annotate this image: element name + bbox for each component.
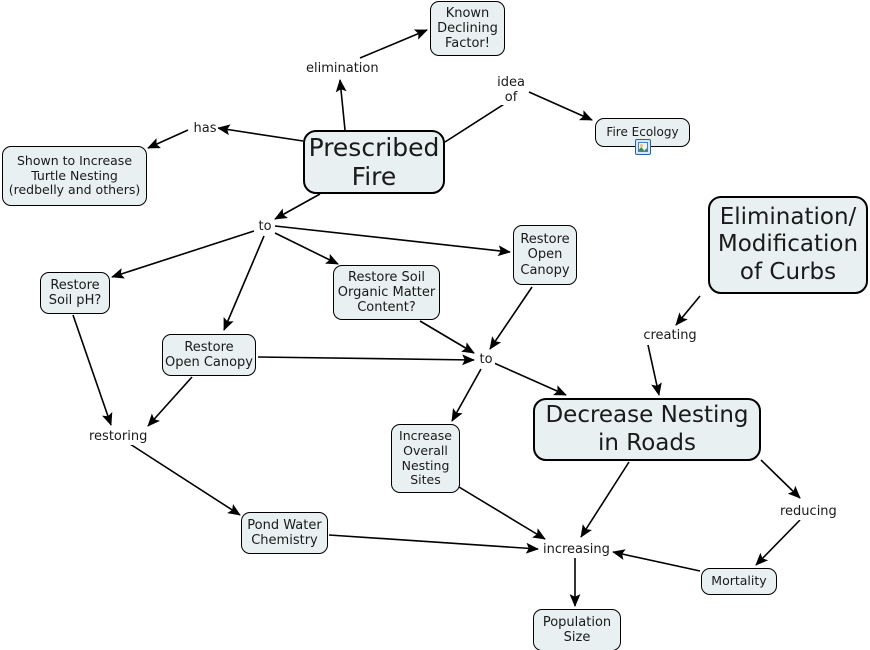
node-label-increase-overall-nesting-sites: Increase Overall Nesting Sites [399, 428, 452, 488]
node-shown-to-increase-turtle-nesting[interactable]: Shown to Increase Turtle Nesting (redbel… [2, 146, 147, 206]
node-label-restore-open-canopy-top: Restore Open Canopy [520, 232, 570, 278]
edge-to-upper-to-restore-open-canopy-mid [223, 235, 265, 331]
node-label-decrease-nesting-in-roads: Decrease Nesting in Roads [545, 402, 749, 456]
node-prescribed-fire[interactable]: Prescribed Fire [303, 130, 445, 194]
edge-restore-open-canopy-mid-to-to-middle [257, 354, 475, 366]
node-population-size[interactable]: Population Size [533, 609, 621, 650]
edge-elimination-to-known-declining-factor [359, 29, 428, 59]
link-label-restoring[interactable]: restoring [88, 429, 148, 445]
photo-icon-sun [639, 144, 643, 147]
node-mortality[interactable]: Mortality [701, 568, 777, 595]
node-label-restore-soil-organic-matter-content: Restore Soil Organic Matter Content? [337, 269, 436, 316]
link-label-increasing[interactable]: increasing [542, 542, 610, 558]
node-label-shown-to-increase-turtle-nesting: Shown to Increase Turtle Nesting (redbel… [8, 152, 141, 198]
link-label-creating[interactable]: creating [642, 328, 698, 344]
photo-icon-hill [638, 147, 647, 151]
edge-idea-of-to-fire-ecology [528, 91, 593, 121]
link-label-idea-of[interactable]: idea of [494, 75, 528, 106]
edge-restore-soil-ph-to-restoring [72, 314, 113, 426]
node-restore-open-canopy-mid[interactable]: Restore Open Canopy [162, 334, 256, 376]
link-label-to-upper[interactable]: to [256, 219, 274, 235]
node-label-known-declining-factor: Known Declining Factor! [437, 5, 498, 52]
node-label-pond-water-chemistry: Pond Water Chemistry [247, 517, 322, 548]
node-restore-soil-ph[interactable]: Restore Soil pH? [40, 272, 110, 314]
edge-prescribed-fire-to-to-upper [274, 193, 321, 220]
photo-icon[interactable] [634, 139, 651, 155]
edge-restore-soil-organic-matter-content-to-to-middle [419, 320, 475, 354]
edge-creating-to-decrease-nesting-in-roads [647, 344, 662, 396]
node-known-declining-factor[interactable]: Known Declining Factor! [430, 1, 505, 56]
photo-icon-frame [637, 142, 648, 152]
edge-restoring-to-pond-water-chemistry [129, 443, 241, 516]
edge-increase-overall-nesting-sites-to-increasing [458, 486, 546, 540]
link-label-to-middle[interactable]: to [477, 352, 495, 368]
node-label-elimination-modification-of-curbs: Elimination/ Modification of Curbs [717, 204, 859, 285]
edge-to-upper-to-restore-soil-organic-matter-content [274, 232, 339, 265]
edge-prescribed-fire-to-elimination [335, 79, 347, 131]
edge-prescribed-fire-to-has [217, 124, 304, 142]
node-label-mortality: Mortality [711, 573, 767, 589]
edge-pond-water-chemistry-to-increasing [328, 534, 539, 554]
edge-restore-open-canopy-top-to-to-middle [489, 286, 533, 350]
node-elimination-modification-of-curbs[interactable]: Elimination/ Modification of Curbs [708, 196, 868, 294]
edge-reducing-to-mortality [755, 519, 801, 566]
edge-elimination-modification-of-curbs-to-creating [675, 295, 701, 326]
edge-to-upper-to-restore-soil-ph [111, 230, 255, 279]
node-restore-soil-organic-matter-content[interactable]: Restore Soil Organic Matter Content? [333, 265, 440, 320]
node-label-restore-soil-ph: Restore Soil pH? [48, 277, 102, 308]
link-label-has[interactable]: has [192, 121, 218, 137]
photo-icon-sky [638, 143, 647, 151]
node-increase-overall-nesting-sites[interactable]: Increase Overall Nesting Sites [391, 424, 460, 493]
edge-to-upper-to-restore-open-canopy-top [274, 225, 511, 257]
edge-mortality-to-increasing [612, 549, 701, 572]
node-pond-water-chemistry[interactable]: Pond Water Chemistry [241, 512, 328, 554]
node-restore-open-canopy-top[interactable]: Restore Open Canopy [513, 225, 577, 285]
node-label-fire-ecology: Fire Ecology [606, 125, 679, 140]
node-label-population-size: Population Size [542, 614, 612, 645]
node-label-restore-open-canopy-mid: Restore Open Canopy [164, 339, 254, 370]
edge-to-middle-to-decrease-nesting-in-roads [493, 362, 567, 396]
edge-decrease-nesting-in-roads-to-reducing [760, 459, 801, 499]
node-label-prescribed-fire: Prescribed Fire [308, 132, 440, 192]
edge-to-middle-to-increase-overall-nesting-sites [451, 368, 482, 422]
edge-restore-open-canopy-mid-to-restoring [147, 376, 193, 427]
node-decrease-nesting-in-roads[interactable]: Decrease Nesting in Roads [533, 398, 761, 461]
link-label-reducing[interactable]: reducing [779, 504, 837, 520]
edge-has-to-shown-to-increase-turtle-nesting [147, 129, 189, 149]
edge-decrease-nesting-in-roads-to-increasing [580, 461, 630, 538]
link-label-elimination[interactable]: elimination [305, 61, 379, 77]
